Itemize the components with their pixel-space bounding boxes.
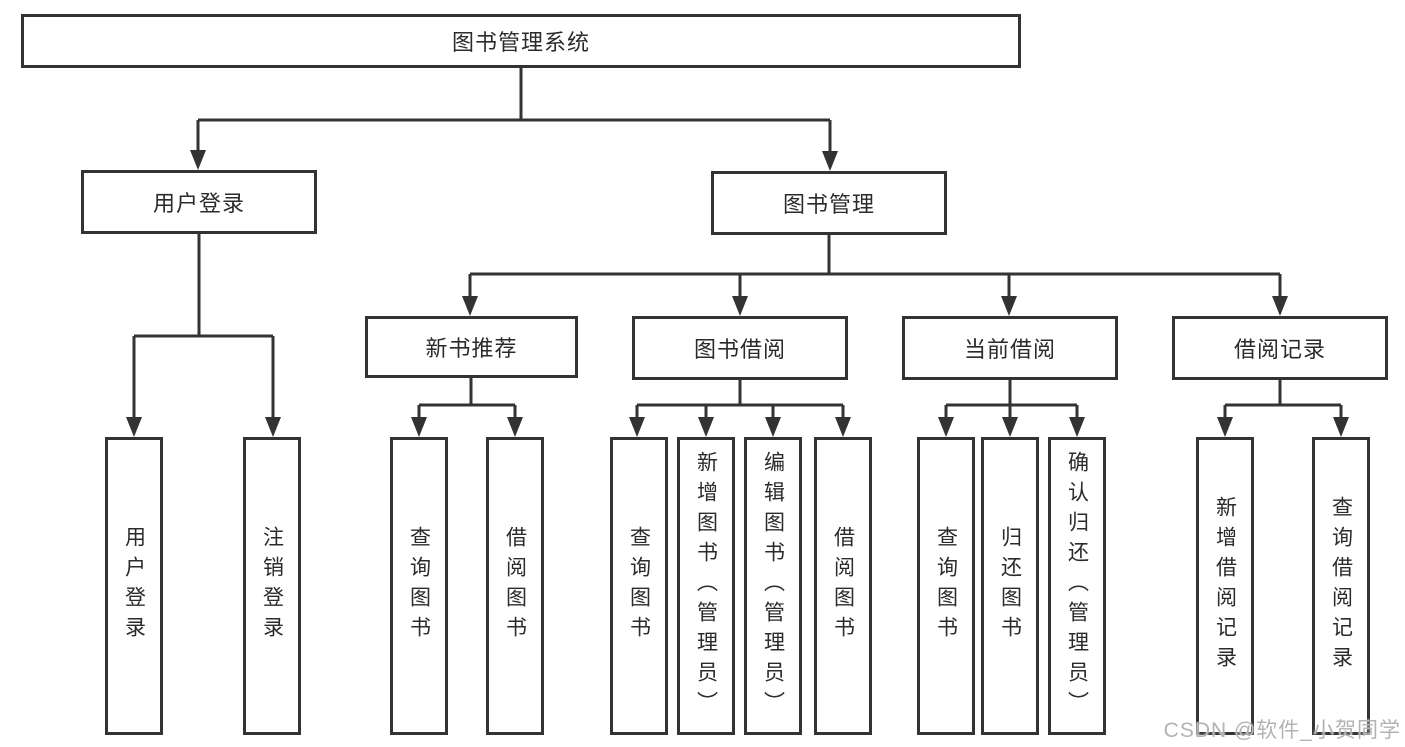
leaf-add-book-admin: 新增图书（管理员） (677, 437, 735, 735)
leaf-logout: 注销登录 (243, 437, 301, 735)
leaf-query-book-recommend-label: 查询图书 (407, 526, 431, 646)
node-book-borrowing-label: 图书借阅 (693, 337, 786, 362)
leaf-user-login-label: 用户登录 (122, 526, 146, 646)
leaf-borrow-book-borrowing-label: 借阅图书 (831, 526, 855, 646)
node-new-book-recommend: 新书推荐 (365, 316, 578, 378)
leaf-user-login: 用户登录 (105, 437, 163, 735)
leaf-logout-label: 注销登录 (260, 526, 284, 646)
leaf-query-book-recommend: 查询图书 (390, 437, 448, 735)
node-book-management-label: 图书管理 (782, 192, 875, 217)
node-borrowing-records: 借阅记录 (1172, 316, 1388, 380)
leaf-query-book-current: 查询图书 (917, 437, 975, 735)
node-current-borrowing: 当前借阅 (902, 316, 1118, 380)
leaf-return-book: 归还图书 (981, 437, 1039, 735)
node-new-book-recommend-label: 新书推荐 (425, 336, 518, 361)
leaf-add-borrow-record-label: 新增借阅记录 (1213, 496, 1237, 676)
node-book-management: 图书管理 (711, 171, 947, 235)
leaf-query-book-current-label: 查询图书 (934, 526, 958, 646)
node-current-borrowing-label: 当前借阅 (963, 337, 1056, 362)
leaf-borrow-book-recommend-label: 借阅图书 (503, 526, 527, 646)
node-borrowing-records-label: 借阅记录 (1233, 337, 1326, 362)
leaf-return-book-label: 归还图书 (998, 526, 1022, 646)
leaf-add-book-admin-label: 新增图书（管理员） (694, 451, 718, 721)
leaf-query-book-borrowing: 查询图书 (610, 437, 668, 735)
leaf-query-borrow-record-label: 查询借阅记录 (1329, 496, 1353, 676)
node-root-system: 图书管理系统 (21, 14, 1021, 68)
node-root-system-label: 图书管理系统 (451, 30, 590, 55)
node-user-login: 用户登录 (81, 170, 317, 234)
leaf-confirm-return-admin-label: 确认归还（管理员） (1065, 451, 1089, 721)
leaf-add-borrow-record: 新增借阅记录 (1196, 437, 1254, 735)
leaf-query-borrow-record: 查询借阅记录 (1312, 437, 1370, 735)
leaf-query-book-borrowing-label: 查询图书 (627, 526, 651, 646)
leaf-confirm-return-admin: 确认归还（管理员） (1048, 437, 1106, 735)
csdn-watermark: CSDN @软件_小贺同学 (1163, 719, 1401, 742)
node-user-login-label: 用户登录 (152, 191, 245, 216)
leaf-edit-book-admin: 编辑图书（管理员） (744, 437, 802, 735)
leaf-borrow-book-borrowing: 借阅图书 (814, 437, 872, 735)
leaf-borrow-book-recommend: 借阅图书 (486, 437, 544, 735)
node-book-borrowing: 图书借阅 (632, 316, 848, 380)
leaf-edit-book-admin-label: 编辑图书（管理员） (761, 451, 785, 721)
